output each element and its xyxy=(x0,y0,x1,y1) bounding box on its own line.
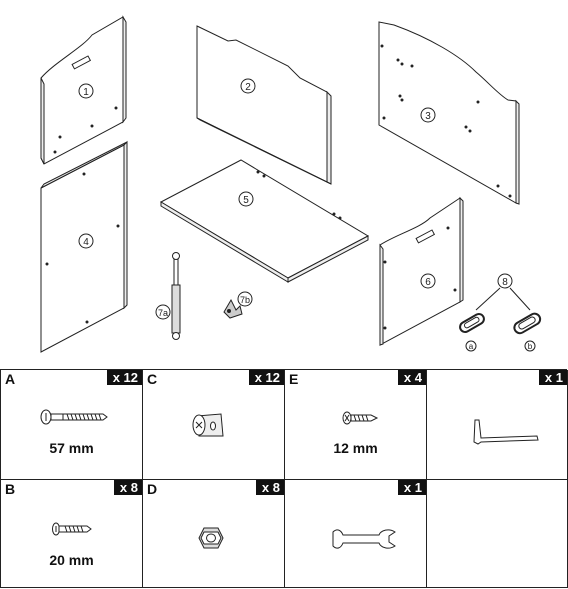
panel-number: 5 xyxy=(243,195,249,206)
part-number: 8 xyxy=(502,277,508,288)
hardware-qty: x 1 xyxy=(538,370,567,385)
hex-nut-icon xyxy=(198,527,224,549)
hardware-letter: C xyxy=(147,371,158,387)
part-number: 7b xyxy=(240,295,250,305)
hardware-size: 57 mm xyxy=(49,440,94,456)
panel-6: 6 xyxy=(379,196,464,346)
panel-label-badge xyxy=(78,83,94,99)
hardware-cell-d: D x 8 xyxy=(143,480,285,588)
bracket-7b: 7b xyxy=(223,291,253,319)
panel-number: 4 xyxy=(83,237,89,248)
medium-bolt-icon xyxy=(52,522,92,536)
panel-number: 3 xyxy=(425,111,431,122)
hardware-qty: x 8 xyxy=(255,480,284,495)
part-sublabel: b xyxy=(528,342,533,351)
panel-number: 2 xyxy=(245,82,251,93)
cam-lock-icon xyxy=(192,413,224,437)
hardware-qty: x 1 xyxy=(397,480,426,495)
hardware-qty: x 12 xyxy=(106,370,142,385)
hardware-cell-empty xyxy=(427,480,568,588)
hardware-cell-allen-key: x 1 xyxy=(427,370,568,480)
panel-5: 5 xyxy=(159,159,370,283)
gas-strut-7a: 7a xyxy=(155,252,181,340)
panel-2: 2 xyxy=(196,25,332,185)
hardware-cell-b: B x 8 20 mm xyxy=(1,480,143,588)
hardware-grid: A x 12 57 mm C x 12 E x 4 12 mm xyxy=(0,369,568,588)
panel-1: 1 xyxy=(40,15,127,165)
hardware-letter: A xyxy=(5,371,16,387)
hardware-cell-a: A x 12 57 mm xyxy=(1,370,143,480)
hardware-cell-e: E x 4 12 mm xyxy=(285,370,427,480)
panel-3: 3 xyxy=(378,21,520,205)
hardware-letter: E xyxy=(289,371,299,387)
hardware-cell-wrench: x 1 xyxy=(285,480,427,588)
hardware-letter: B xyxy=(5,481,16,497)
part-sublabel: a xyxy=(469,342,474,351)
panel-number: 6 xyxy=(425,277,431,288)
long-bolt-icon xyxy=(40,409,108,425)
hardware-letter: D xyxy=(147,481,158,497)
hardware-qty: x 8 xyxy=(113,480,142,495)
short-screw-icon xyxy=(342,411,379,425)
allen-key-icon xyxy=(473,419,539,445)
panel-number: 1 xyxy=(83,87,89,98)
hardware-qty: x 4 xyxy=(397,370,426,385)
panel-4: 4 xyxy=(40,140,128,353)
handles-8: 8 a b xyxy=(459,273,542,352)
hardware-qty: x 12 xyxy=(248,370,284,385)
parts-overview: 1 2 3 4 5 xyxy=(40,15,542,353)
hardware-cell-c: C x 12 xyxy=(143,370,285,480)
wrench-icon xyxy=(332,529,396,549)
part-number: 7a xyxy=(158,308,168,318)
hardware-size: 20 mm xyxy=(49,552,94,568)
hardware-size: 12 mm xyxy=(333,440,378,456)
